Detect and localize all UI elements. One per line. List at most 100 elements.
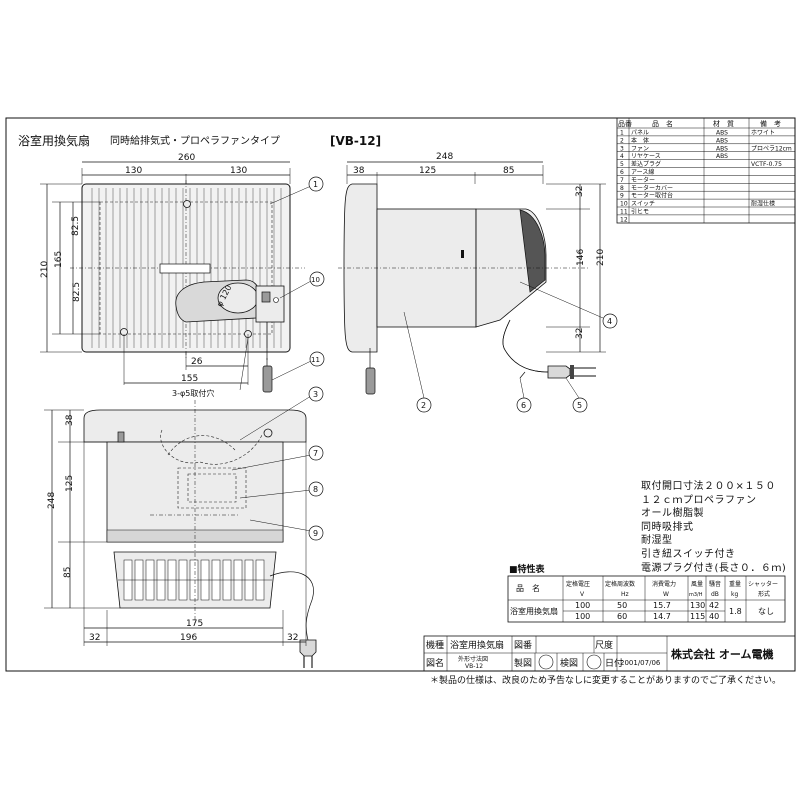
callout-8: 8 xyxy=(313,485,318,494)
parts-cell: 耐湿仕様 xyxy=(751,200,775,208)
parts-cell: ABS xyxy=(716,130,728,137)
callout-1: 1 xyxy=(313,180,318,189)
side-dim-panel: 38 xyxy=(353,166,365,176)
bottom-dim-body: 125 xyxy=(65,475,75,492)
parts-cell: 7 xyxy=(620,177,624,184)
note-material: オール樹脂製 xyxy=(641,508,704,520)
parts-cell: 1 xyxy=(620,130,624,137)
front-dim-upper: 82.5 xyxy=(71,216,81,236)
side-view: 248 38 125 85 32 146 32 xyxy=(338,152,606,395)
callouts: 1 10 11 2 4 6 5 3 7 8 9 xyxy=(231,176,618,541)
seizu-stamp xyxy=(538,654,554,670)
spec-product-name: 浴室用換気扇 xyxy=(510,606,558,616)
parts-cell: アース線 xyxy=(631,168,654,176)
spec-header-shutter-unit: 形式 xyxy=(758,590,770,598)
product-subtitle: 同時給排気式・プロペラファンタイプ xyxy=(110,134,280,147)
zumei-line2: VB-12 xyxy=(465,663,483,670)
spec-header-air-unit: m3/H xyxy=(689,592,703,598)
front-dim-half-left: 130 xyxy=(125,166,142,176)
bottom-dim-width: 196 xyxy=(180,633,197,643)
parts-cell: ABS xyxy=(716,153,728,160)
parts-cell: 差込プラグ xyxy=(631,160,661,168)
callout-bubble-4 xyxy=(602,313,618,329)
note-switch: 引き紐スイッチ付き xyxy=(641,548,736,560)
side-dim-mid: 146 xyxy=(576,249,586,266)
spec-header-freq: 定格周波数 xyxy=(605,580,635,588)
product-notes: 取付開口寸法２００×１５０ １２ｃｍプロペラファン オール樹脂製 同時吸排式 耐… xyxy=(641,480,800,575)
parts-cell: 3 xyxy=(620,145,624,152)
callout-bubble-5 xyxy=(572,397,588,413)
note-plug: 電源プラグ付き(長さ０．６ｍ) xyxy=(641,562,787,574)
callout-3: 3 xyxy=(313,390,318,399)
parts-cell: 12 xyxy=(620,216,628,223)
zumei-line1: 外形寸法図 xyxy=(458,655,488,663)
sheet-border xyxy=(5,117,796,672)
spec-cell-voltage: 100 xyxy=(575,601,590,610)
parts-cell: プロペラ12cm xyxy=(751,145,792,152)
model-number: [VB-12] xyxy=(330,134,381,148)
spec-table-title: ■特性表 xyxy=(509,563,546,575)
parts-cell: 11 xyxy=(620,209,628,216)
parts-cell: 10 xyxy=(620,201,628,208)
bottom-dim-depth: 248 xyxy=(47,492,57,509)
spec-header-power: 消費電力 xyxy=(652,580,676,588)
front-dim-inner-height: 165 xyxy=(54,251,64,268)
front-view: 260 130 130 φ 120 210 xyxy=(40,153,305,398)
front-dim-hole-offset: 26 xyxy=(191,357,203,367)
parts-cell: ホワイト xyxy=(751,130,775,137)
spec-header-air: 風量 xyxy=(691,581,703,588)
spec-table: ■特性表 品 名 定格電圧 V 定格周波数 Hz 消費電力 W 風量 m3/H … xyxy=(507,563,786,623)
bottom-dim-panel: 38 xyxy=(65,414,75,426)
callout-bubble-11 xyxy=(309,351,325,367)
parts-cell: ファン xyxy=(631,145,649,152)
parts-cell: モーター xyxy=(631,176,655,184)
spec-cell-freq: 50 xyxy=(617,601,627,610)
parts-cell: 6 xyxy=(620,169,624,176)
callout-bubble-3 xyxy=(308,386,324,402)
front-dim-hole-span: 155 xyxy=(181,374,198,384)
parts-header-no: 品番 xyxy=(618,120,632,128)
callout-bubble-9 xyxy=(308,525,324,541)
spec-header-voltage-unit: V xyxy=(580,591,585,598)
label-seizu: 製図 xyxy=(514,657,532,669)
spec-header-noise-unit: dB xyxy=(711,591,719,598)
note-moisture: 耐湿型 xyxy=(641,535,673,547)
callout-bubble-1 xyxy=(308,176,324,192)
kimei-value: 浴室用換気扇 xyxy=(450,639,504,651)
side-dim-bottom: 32 xyxy=(575,328,585,339)
parts-header-material: 材 質 xyxy=(713,119,734,128)
spec-cell-power: 15.7 xyxy=(653,601,671,610)
footnote: ＊製品の仕様は、改良のため予告なしに変更することがありますのでご了承ください。 xyxy=(430,674,781,686)
front-dim-half-right: 130 xyxy=(230,166,247,176)
spec-weight: 1.8 xyxy=(729,607,742,616)
note-fan: １２ｃｍプロペラファン xyxy=(641,494,757,506)
parts-cell: 2 xyxy=(620,137,624,144)
parts-cell: ABS xyxy=(716,145,728,152)
spec-header-freq-unit: Hz xyxy=(621,591,629,598)
parts-cell: 本 体 xyxy=(631,136,649,144)
parts-cell: 引ヒモ xyxy=(631,208,649,216)
callout-11: 11 xyxy=(311,356,320,364)
spec-cell-noise: 42 xyxy=(709,601,719,610)
bottom-dim-rear: 85 xyxy=(63,567,73,578)
side-dim-total: 248 xyxy=(436,152,453,162)
label-kenzu: 検図 xyxy=(560,657,578,669)
spec-header-weight: 重量 xyxy=(729,580,741,588)
spec-cell-air: 115 xyxy=(690,612,705,621)
spec-cell-air: 130 xyxy=(690,601,705,610)
label-zumei: 図名 xyxy=(426,657,444,669)
kenzu-stamp xyxy=(586,654,602,670)
label-date: 日付 xyxy=(605,658,623,669)
parts-cell: モーター取付台 xyxy=(631,192,673,200)
bottom-dim-left: 32 xyxy=(89,633,100,643)
label-zuban: 図番 xyxy=(514,639,532,651)
bottom-dim-inner-width: 175 xyxy=(186,619,203,629)
callout-bubble-7 xyxy=(308,445,324,461)
date-value: 2001/07/06 xyxy=(620,659,661,667)
callout-10: 10 xyxy=(311,276,320,284)
side-dim-height: 210 xyxy=(596,249,606,266)
parts-header-note: 備 考 xyxy=(760,119,781,128)
title-block: 機種 浴室用換気扇 図番 尺度 図名 外形寸法図 VB-12 製図 検図 日付 … xyxy=(423,635,796,672)
